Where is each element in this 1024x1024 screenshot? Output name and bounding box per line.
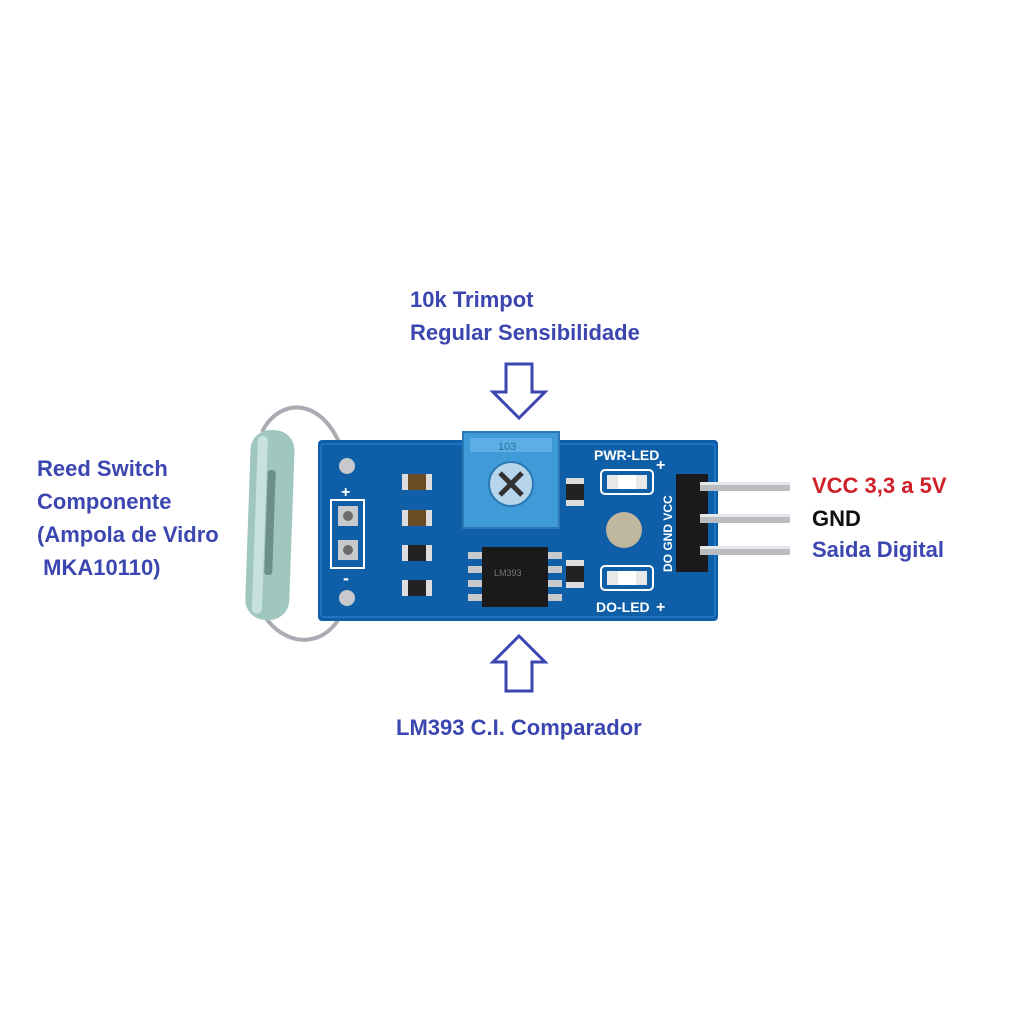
mounting-hole (606, 512, 642, 548)
gnd-label: GND (812, 506, 861, 531)
lm393-ic: LM393 (468, 547, 562, 607)
do-led-plus: + (656, 599, 665, 616)
do-led (600, 565, 654, 591)
smd-capacitor (402, 510, 432, 526)
smd-resistor (566, 560, 584, 588)
pin-header (676, 474, 790, 572)
do-led-label: DO-LED (596, 599, 650, 615)
pwr-led-label: PWR-LED (594, 447, 659, 463)
trimpot-label: 10k Trimpot Regular Sensibilidade (410, 287, 640, 345)
reed-connector (330, 499, 365, 569)
ic-marking: LM393 (494, 568, 522, 578)
reed-solder-pad (339, 458, 355, 474)
trimpot: 103 (462, 431, 560, 529)
pin-labels: DO GND VCC (661, 495, 675, 572)
trimpot-code: 103 (498, 441, 516, 453)
smd-capacitor (402, 474, 432, 490)
vcc-label: VCC 3,3 a 5V (812, 473, 947, 498)
reed-switch-label: Reed Switch Componente (Ampola de Vidro … (37, 456, 219, 580)
smd-resistor (566, 478, 584, 506)
lm393-label: LM393 C.I. Comparador (396, 715, 642, 740)
digital-output-label: Saida Digital (812, 537, 945, 562)
plus-mark: + (341, 484, 350, 501)
up-arrow-icon (489, 633, 549, 693)
pwr-led (600, 469, 654, 495)
reed-solder-pad (339, 590, 355, 606)
smd-resistor (402, 580, 432, 596)
down-arrow-icon (489, 362, 549, 421)
minus-mark: - (343, 568, 349, 588)
smd-resistor (402, 545, 432, 561)
pwr-led-plus: + (656, 457, 665, 474)
reed-switch (245, 429, 295, 621)
